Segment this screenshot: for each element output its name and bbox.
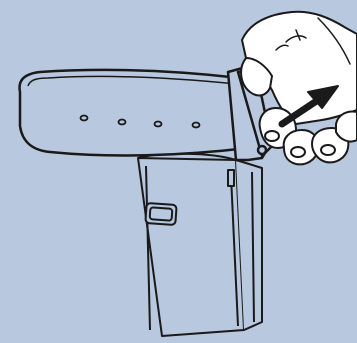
holster-fastener — [228, 170, 234, 186]
fingernail-1 — [265, 131, 279, 141]
belt — [20, 70, 248, 155]
hand-finger-4 — [336, 112, 357, 142]
belt-hole — [119, 120, 126, 125]
belt-hole — [155, 122, 162, 127]
belt-hole — [193, 123, 200, 128]
fingernail-3 — [321, 145, 335, 155]
fingernail-2 — [291, 147, 305, 157]
belt-strap — [20, 70, 248, 155]
clip-pin — [258, 146, 266, 154]
belt-hole — [81, 116, 88, 121]
